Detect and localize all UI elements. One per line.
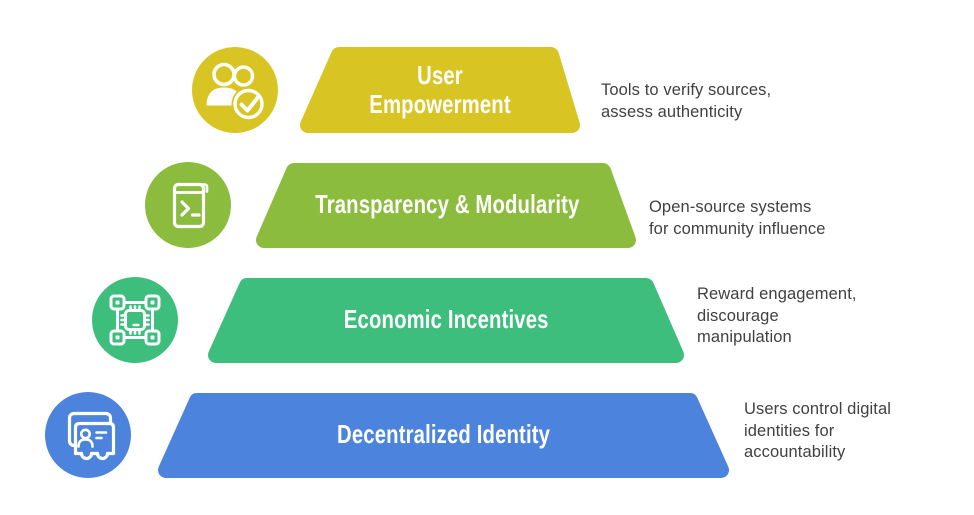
level-badge [92,277,178,363]
chip-network-icon [109,294,161,346]
tier-description: Open-source systems for community influe… [649,198,826,238]
level-badge [45,392,131,478]
level-badge [145,162,231,248]
tier-description: Tools to verify sources, assess authenti… [601,81,772,121]
level-badge [192,47,278,133]
pyramid-tier [300,47,580,133]
pyramid-tier [158,393,729,478]
id-card-icon [67,411,116,461]
terminal-book-icon [172,182,209,229]
tier-description: Reward engagement, discourage manipulati… [697,285,857,346]
users-check-icon [206,62,266,121]
tier-description: Users control digital identities for acc… [744,400,891,461]
pyramid-tier [256,163,636,248]
pyramid-tier [208,278,684,363]
